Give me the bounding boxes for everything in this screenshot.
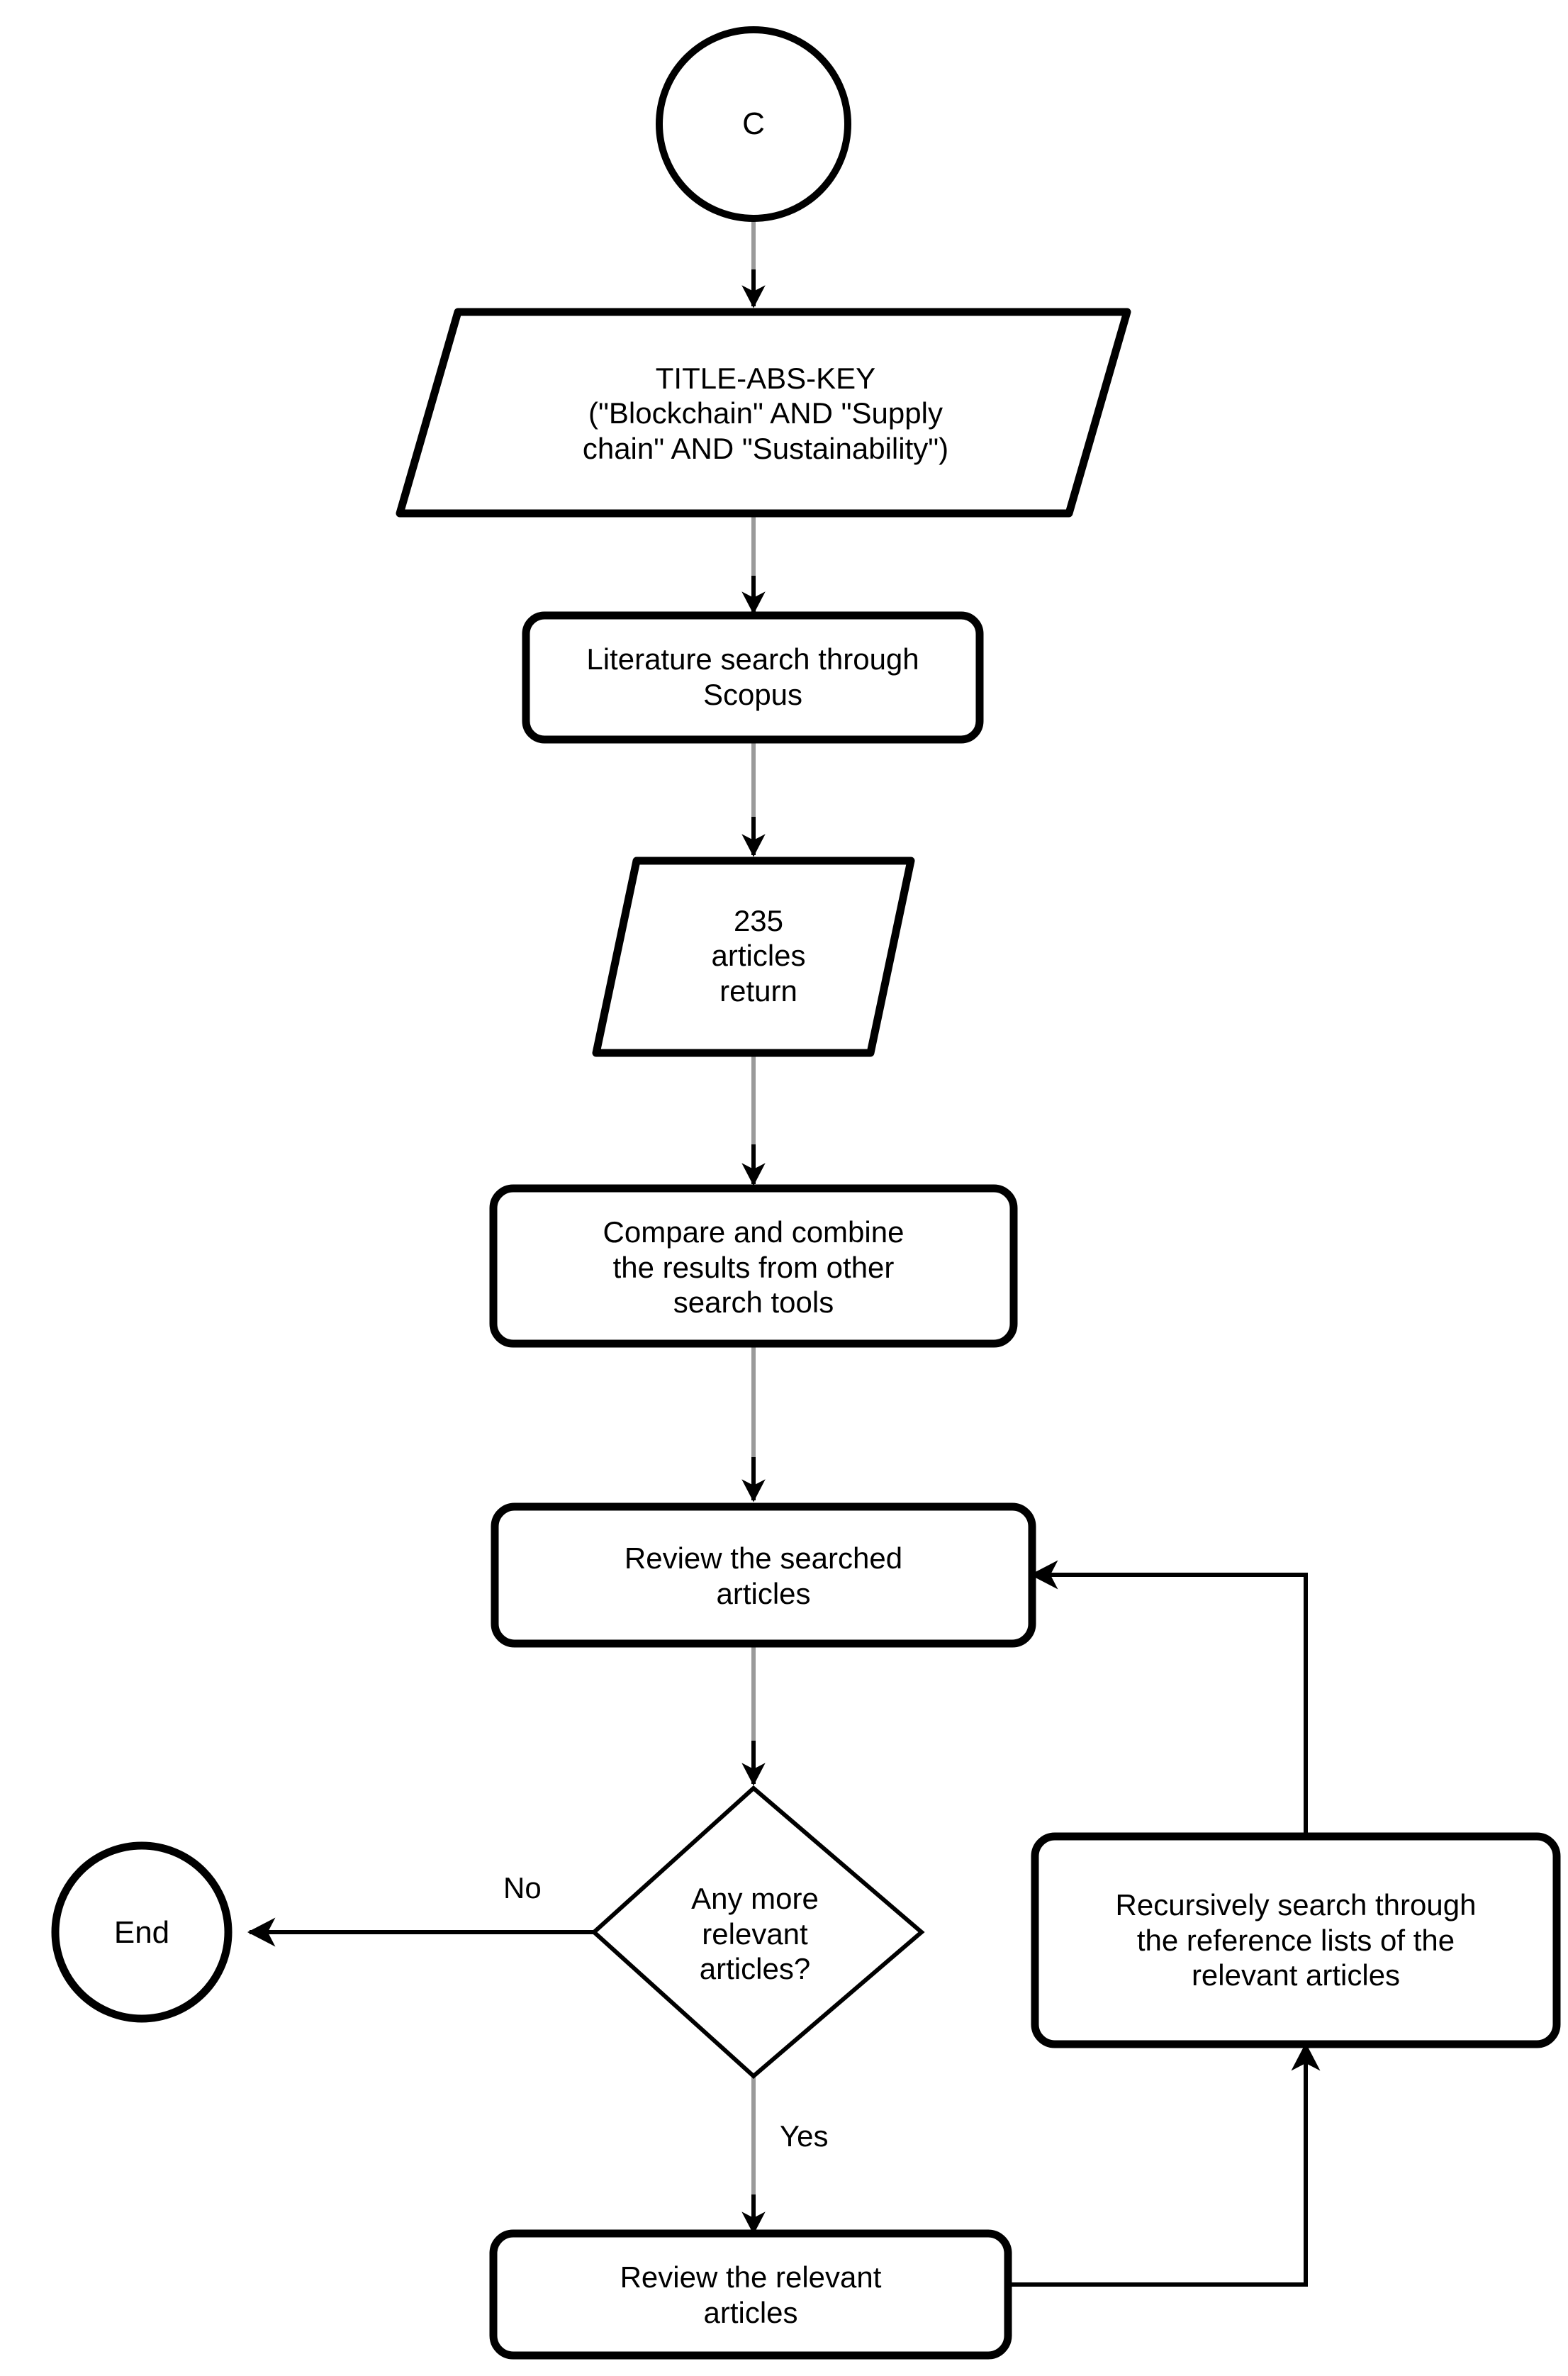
node-articles-return[interactable] (592, 857, 915, 1057)
node-decision-more-relevant[interactable] (590, 1785, 925, 2079)
node-search-query[interactable] (396, 308, 1131, 518)
connector-recursive-to-review-searched (1029, 1560, 1308, 1834)
edge-label-yes: Yes (780, 2119, 829, 2153)
node-review-searched[interactable] (491, 1502, 1036, 1648)
edge-label-no: No (503, 1871, 542, 1904)
node-end-terminator[interactable] (51, 1841, 233, 2023)
node-review-relevant[interactable] (489, 2229, 1012, 2360)
node-start-connector[interactable] (656, 26, 851, 222)
connector-review-relevant-to-recursive (1007, 2042, 1321, 2287)
node-literature-search[interactable] (522, 611, 984, 744)
node-compare-combine[interactable] (489, 1184, 1018, 1348)
node-recursive-search[interactable] (1031, 1832, 1561, 2048)
